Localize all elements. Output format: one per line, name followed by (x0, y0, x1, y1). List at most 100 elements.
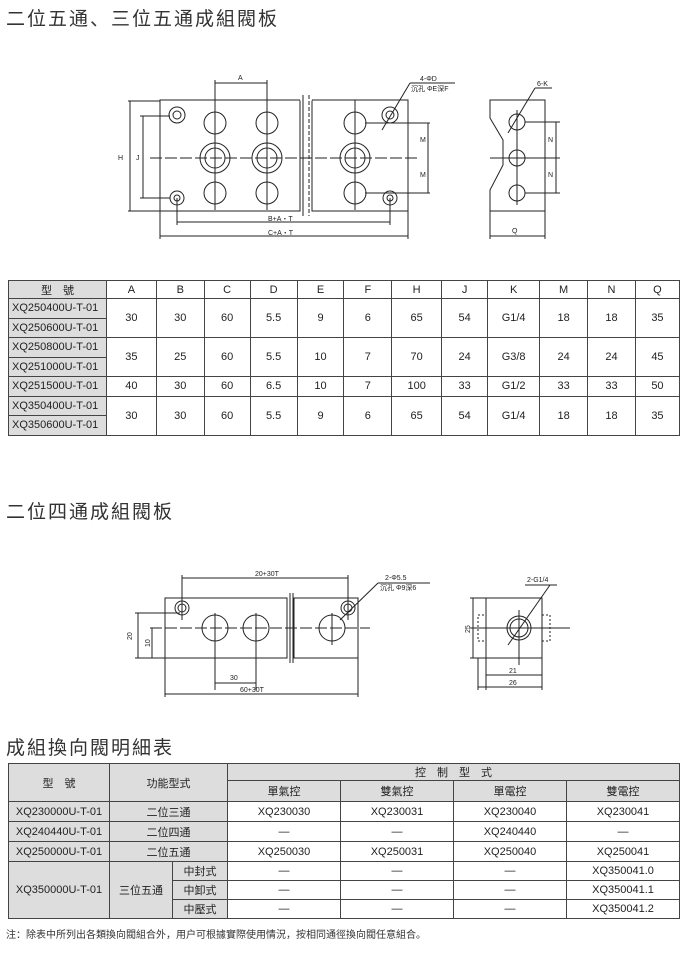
table-row: 中卸式———XQ350041.1 (9, 880, 680, 900)
table-cell: 24 (539, 337, 589, 377)
table-cell: XQ350041.1 (566, 880, 680, 900)
table-cell: — (227, 880, 341, 900)
table-cell: 9 (296, 298, 345, 338)
table-cell: 單電控 (453, 780, 567, 802)
table-cell: 二位四通 (109, 821, 228, 842)
dim-21: 21 (509, 668, 517, 675)
table-cell: 30 (155, 395, 205, 436)
dim-N2: N (548, 172, 553, 179)
table-cell: 25 (155, 337, 205, 377)
table-cell: 30 (106, 395, 157, 436)
table-cell: XQ251500U-T-01 (7, 376, 108, 397)
table-cell: 65 (391, 395, 443, 436)
table-row: 型 號功能型式控 制 型 式 (8, 763, 680, 802)
table-cell: 60 (203, 395, 251, 436)
table-cell: — (566, 821, 680, 842)
table-cell: 24 (587, 337, 636, 377)
table-cell: 35 (634, 395, 681, 436)
manifold-5way-drawing: A H J M M N N Q B+A・T C+A・T 4-ΦD 沉孔 ΦE深F… (118, 75, 560, 239)
table-cell: 33 (441, 376, 489, 397)
table-cell: XQ230040 (453, 801, 567, 822)
table-cell: — (227, 861, 341, 881)
table-cell: XQ350000U-T-01 (8, 861, 110, 919)
table-cell: 24 (441, 337, 489, 377)
table-cell: 100 (391, 376, 443, 397)
table-cell: 18 (539, 395, 589, 436)
dim-26: 26 (509, 680, 517, 687)
dim-H: H (118, 155, 123, 162)
table-cell: 10 (296, 337, 345, 377)
table-cell: M (539, 280, 589, 299)
table-cell: 6.5 (249, 376, 298, 397)
table-cell: 33 (587, 376, 636, 397)
table-cell: 雙氣控 (340, 780, 454, 802)
dim-N1: N (548, 137, 553, 144)
table-cell: 54 (441, 298, 489, 338)
table-cell: 10 (296, 376, 345, 397)
table-cell: 控 制 型 式 (227, 763, 680, 781)
table-cell: 6 (343, 395, 393, 436)
dim-Q: Q (512, 228, 518, 235)
table-cell: 60 (203, 298, 251, 338)
table-cell: 70 (391, 337, 443, 377)
table-cell: XQ251000U-T-01 (7, 356, 108, 377)
table-cell: 50 (634, 376, 681, 397)
dim-bottom: 60+30T (240, 687, 265, 694)
ports (168, 106, 399, 206)
table-cell: 5.5 (249, 395, 298, 436)
table-cell: — (227, 821, 341, 842)
table-cell: F (343, 280, 393, 299)
table-cell: 35 (106, 337, 157, 377)
table-cell: — (453, 899, 567, 919)
table-cell: XQ250400U-T-01 (7, 298, 108, 319)
table-cell: 型 號 (7, 280, 108, 299)
table-cell: 5.5 (249, 298, 298, 338)
table-cell: G1/2 (487, 376, 541, 397)
port-label: 6-K (537, 81, 548, 88)
table-cell: 二位三通 (109, 801, 228, 822)
table-cell: J (441, 280, 489, 299)
table-cell: 60 (203, 376, 251, 397)
dim-A: A (238, 75, 243, 82)
table-cell: 型 號 (8, 763, 110, 802)
section1-title: 二位五通、三位五通成組閥板 (6, 8, 280, 30)
table-cell: 65 (391, 298, 443, 338)
table-cell: 7 (343, 337, 393, 377)
table-cell: E (296, 280, 345, 299)
dim-J: J (136, 155, 140, 162)
table-row: 中壓式———XQ350041.2 (9, 899, 680, 919)
table-cell: 40 (106, 376, 157, 397)
port-label: 2-G1/4 (527, 577, 549, 584)
table-cell: — (340, 821, 454, 842)
counterbore-label: 沉孔 Φ9深6 (380, 583, 416, 592)
table-cell: XQ230030 (227, 801, 341, 822)
table-cell: B (155, 280, 205, 299)
table-cell: 中卸式 (172, 880, 228, 900)
table-cell: 5.5 (249, 337, 298, 377)
table-cell: XQ350041.0 (566, 861, 680, 881)
table-cell: G1/4 (487, 395, 541, 436)
table-cell: XQ250031 (340, 841, 454, 862)
table-row: XQ250600U-T-01 (7, 317, 680, 338)
table-cell: 9 (296, 395, 345, 436)
table-cell: — (227, 899, 341, 919)
table-cell: XQ250040 (453, 841, 567, 862)
table-row: XQ251000U-T-01 (7, 356, 680, 377)
table-cell: G1/4 (487, 298, 541, 338)
table-cell: 雙電控 (566, 780, 680, 802)
table-cell: — (340, 861, 454, 881)
table-cell: 18 (587, 395, 636, 436)
table-cell: 18 (587, 298, 636, 338)
dim-M2: M (420, 172, 426, 179)
table-cell: Q (634, 280, 681, 299)
table-cell: C (203, 280, 251, 299)
table-cell: XQ250000U-T-01 (8, 841, 110, 862)
table-cell: XQ350041.2 (566, 899, 680, 919)
